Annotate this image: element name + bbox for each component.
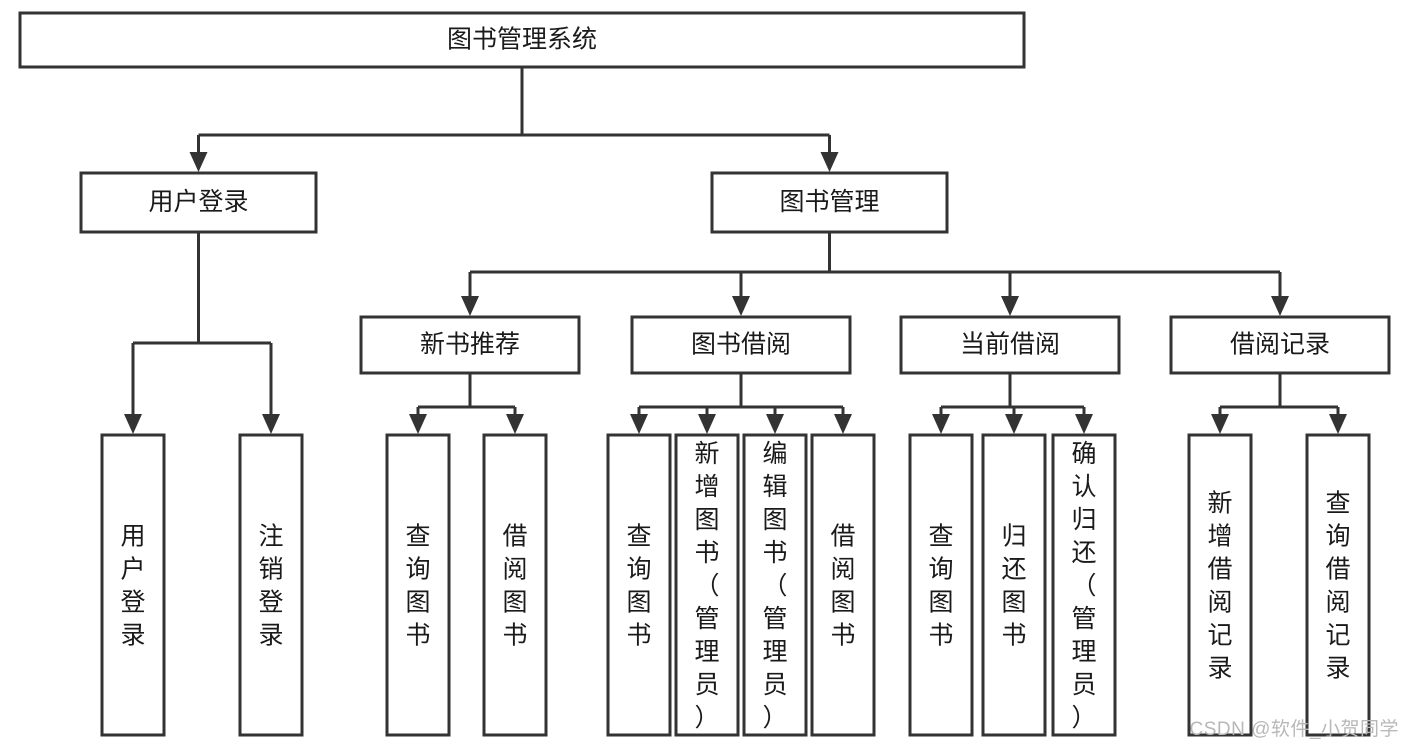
node-leaf-query-book-1-label: 查询图书 (405, 523, 430, 650)
node-leaf-query-book-2[interactable]: 查询图书 (606, 433, 672, 737)
node-root-system-box (18, 11, 1026, 69)
arrow-head-icon (506, 414, 524, 434)
node-leaf-confirm-return-box (1051, 433, 1117, 737)
node-leaf-borrow-book-1-box (482, 433, 548, 737)
node-leaf-confirm-return[interactable]: 确认归还（管理员） (1051, 433, 1117, 737)
node-book-manage[interactable]: 图书管理 (710, 171, 949, 234)
edge-group-book-manage (461, 232, 1289, 316)
arrow-head-icon (630, 414, 648, 434)
node-leaf-borrow-book-2-box (810, 433, 876, 737)
node-leaf-user-login[interactable]: 用户登录 (100, 433, 166, 737)
node-leaf-query-book-2-box (606, 433, 672, 737)
arrow-head-icon (1075, 414, 1093, 434)
node-book-borrow-label: 图书借阅 (691, 331, 791, 359)
node-new-book-rec-box (359, 315, 581, 375)
node-borrow-record-label: 借阅记录 (1230, 331, 1330, 359)
node-leaf-query-book-3[interactable]: 查询图书 (908, 433, 974, 737)
node-leaf-add-book[interactable]: 新增图书（管理员） (674, 433, 740, 737)
edge-group-new-book-rec (409, 373, 524, 434)
node-leaf-query-record[interactable]: 查询借阅记录 (1305, 433, 1371, 737)
arrow-head-icon (262, 414, 280, 434)
csdn-watermark: CSDN @软件_小贺同学 (1189, 719, 1399, 740)
arrow-head-icon (766, 414, 784, 434)
node-book-borrow[interactable]: 图书借阅 (630, 315, 852, 375)
arrow-head-icon (124, 414, 142, 434)
node-new-book-rec-label: 新书推荐 (420, 331, 520, 359)
node-leaf-borrow-book-2-label: 借阅图书 (830, 523, 855, 650)
node-leaf-logout[interactable]: 注销登录 (238, 433, 304, 737)
node-leaf-user-login-box (100, 433, 166, 737)
arrow-head-icon (1271, 296, 1289, 316)
node-user-login[interactable]: 用户登录 (79, 171, 318, 234)
node-leaf-logout-box (238, 433, 304, 737)
arrow-head-icon (189, 152, 208, 172)
node-leaf-query-book-3-label: 查询图书 (928, 523, 953, 650)
edge-group-borrow-record (1211, 373, 1347, 434)
node-leaf-query-book-3-box (908, 433, 974, 737)
arrow-head-icon (461, 296, 479, 316)
node-leaf-add-book-label: 新增图书（管理员） (694, 440, 719, 732)
node-leaf-return-book[interactable]: 归还图书 (981, 433, 1047, 737)
node-book-manage-label: 图书管理 (779, 188, 879, 216)
arrow-head-icon (409, 414, 427, 434)
node-leaf-add-record-box (1187, 433, 1253, 737)
edges-layer (124, 67, 1347, 434)
arrow-head-icon (834, 414, 852, 434)
node-leaf-query-book-1-box (385, 433, 451, 737)
node-leaf-confirm-return-label: 确认归还（管理员） (1071, 440, 1096, 732)
node-current-borrow-label: 当前借阅 (960, 331, 1060, 359)
node-leaf-borrow-book-2[interactable]: 借阅图书 (810, 433, 876, 737)
node-leaf-logout-label: 注销登录 (258, 523, 283, 650)
node-leaf-return-book-label: 归还图书 (1001, 523, 1026, 650)
edge-group-current-borrow (932, 373, 1093, 434)
node-root-system[interactable]: 图书管理系统 (18, 11, 1026, 69)
node-leaf-query-book-2-label: 查询图书 (626, 523, 651, 650)
arrow-head-icon (1329, 414, 1347, 434)
node-leaf-borrow-book-1-label: 借阅图书 (502, 523, 527, 650)
arrow-head-icon (820, 152, 839, 172)
node-current-borrow-box (899, 315, 1121, 375)
edge-group-root (189, 67, 839, 172)
node-book-manage-box (710, 171, 949, 234)
arrow-head-icon (1005, 414, 1023, 434)
node-current-borrow[interactable]: 当前借阅 (899, 315, 1121, 375)
node-new-book-rec[interactable]: 新书推荐 (359, 315, 581, 375)
node-leaf-add-record-label: 新增借阅记录 (1207, 490, 1232, 683)
node-borrow-record[interactable]: 借阅记录 (1169, 315, 1391, 375)
edge-group-user-login (124, 232, 280, 434)
edge-group-book-borrow (630, 373, 852, 434)
node-leaf-user-login-label: 用户登录 (120, 523, 145, 650)
node-leaf-add-record[interactable]: 新增借阅记录 (1187, 433, 1253, 737)
arrow-head-icon (1211, 414, 1229, 434)
nodes-layer: 图书管理系统用户登录图书管理新书推荐图书借阅当前借阅借阅记录用户登录注销登录查询… (18, 11, 1391, 737)
node-leaf-edit-book[interactable]: 编辑图书（管理员） (742, 433, 808, 737)
arrow-head-icon (732, 296, 750, 316)
node-leaf-add-book-box (674, 433, 740, 737)
node-borrow-record-box (1169, 315, 1391, 375)
node-leaf-query-book-1[interactable]: 查询图书 (385, 433, 451, 737)
node-leaf-edit-book-box (742, 433, 808, 737)
node-leaf-edit-book-label: 编辑图书（管理员） (762, 440, 787, 732)
node-book-borrow-box (630, 315, 852, 375)
node-leaf-borrow-book-1[interactable]: 借阅图书 (482, 433, 548, 737)
node-leaf-query-record-box (1305, 433, 1371, 737)
arrow-head-icon (698, 414, 716, 434)
node-user-login-box (79, 171, 318, 234)
arrow-head-icon (932, 414, 950, 434)
node-leaf-return-book-box (981, 433, 1047, 737)
node-root-system-label: 图书管理系统 (447, 26, 597, 54)
node-user-login-label: 用户登录 (148, 188, 248, 216)
arrow-head-icon (1001, 296, 1019, 316)
node-leaf-query-record-label: 查询借阅记录 (1325, 490, 1350, 683)
